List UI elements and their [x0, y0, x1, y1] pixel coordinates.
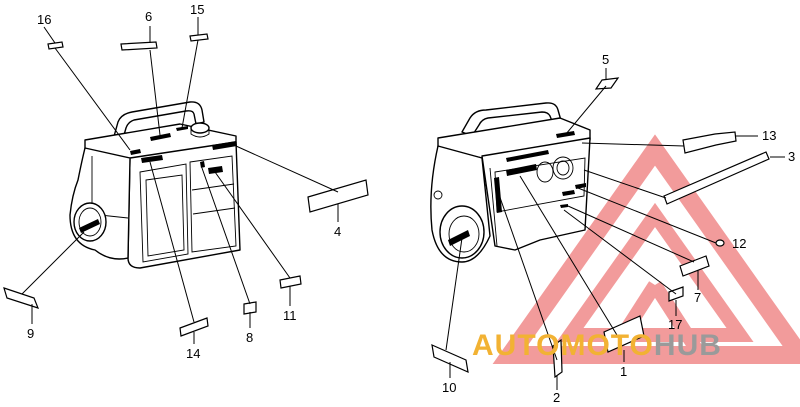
watermark-hub: HUB [654, 329, 722, 362]
callout-9: 9 [27, 326, 34, 341]
part-6 [120, 41, 158, 51]
callout-17: 17 [668, 317, 682, 332]
callout-5: 5 [602, 52, 609, 67]
callout-15: 15 [190, 2, 204, 17]
callout-2: 2 [553, 390, 560, 405]
part-11 [279, 275, 302, 289]
right-generator [430, 102, 591, 263]
callout-10: 10 [442, 380, 456, 395]
callout-numbers: 16 6 15 4 9 14 8 11 5 13 3 12 7 17 1 2 1… [27, 2, 795, 405]
part-13 [682, 131, 737, 154]
loose-parts [3, 33, 770, 379]
part-15 [189, 33, 209, 42]
callout-7: 7 [694, 290, 701, 305]
callout-4: 4 [334, 224, 341, 239]
svg-text:AUTOMOTOHUB: AUTOMOTOHUB [472, 329, 722, 362]
callout-3: 3 [788, 149, 795, 164]
watermark-auto: AUTO [472, 329, 560, 362]
part-9 [3, 287, 40, 309]
callout-1: 1 [620, 364, 627, 379]
callout-11: 11 [283, 308, 297, 323]
part-3 [663, 151, 770, 205]
watermark-text: AUTOMOTOHUB [472, 329, 722, 362]
part-8 [243, 301, 257, 315]
part-5 [594, 77, 620, 90]
callout-8: 8 [246, 330, 253, 345]
callout-14: 14 [186, 346, 200, 361]
leader-lines [21, 17, 785, 390]
watermark-moto: MOTO [560, 329, 653, 362]
part-7 [679, 255, 710, 277]
part-4 [307, 179, 369, 213]
part-14 [179, 317, 209, 337]
part-10 [431, 344, 469, 373]
part-12 [715, 239, 725, 247]
part-16 [47, 41, 64, 50]
callout-6: 6 [145, 9, 152, 24]
callout-16: 16 [37, 12, 51, 27]
callout-12: 12 [732, 236, 746, 251]
callout-13: 13 [762, 128, 776, 143]
part-1 [603, 315, 645, 353]
part-2 [552, 338, 563, 379]
left-generator [69, 101, 241, 269]
